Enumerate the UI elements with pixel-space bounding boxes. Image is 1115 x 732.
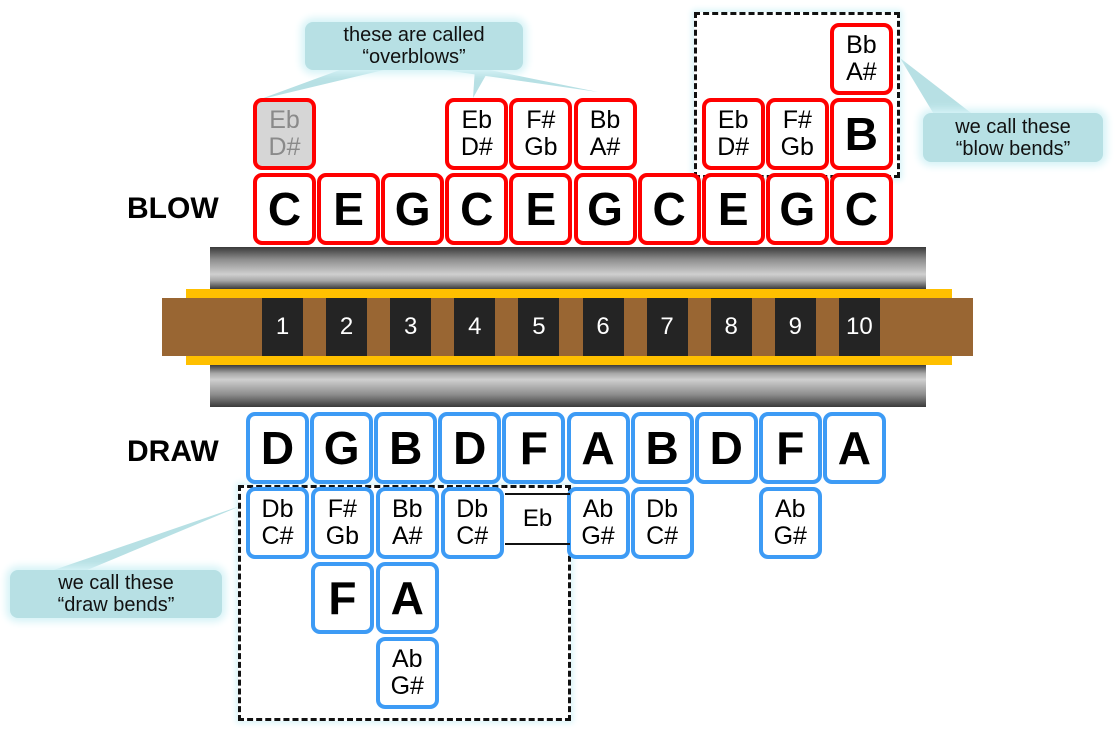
overblows-callout: these are called “overblows” xyxy=(305,22,523,70)
blow-note: E xyxy=(509,173,573,245)
overblow-note: Bb A# xyxy=(573,98,637,170)
overblow-note: Eb D# xyxy=(445,98,509,170)
blow-note: G xyxy=(573,173,637,245)
overblow-note: Eb D# xyxy=(253,98,316,170)
eb-label: Eb xyxy=(505,493,570,545)
draw-bend-note: Db C# xyxy=(440,487,504,559)
hole-number: 1 xyxy=(262,298,303,356)
blow-note: C xyxy=(253,173,316,245)
hole-number: 6 xyxy=(582,298,624,356)
draw-bend-note: A xyxy=(375,562,439,634)
draw-bends-pointer xyxy=(45,505,243,573)
blow-note: E xyxy=(317,173,381,245)
blow-label: BLOW xyxy=(127,192,219,225)
bottom-cover-plate xyxy=(210,365,926,407)
draw-note: D xyxy=(694,412,758,484)
blow-bend-note: B xyxy=(829,98,893,170)
hole-number: 5 xyxy=(518,298,560,356)
draw-bend-note: Db C# xyxy=(246,487,309,559)
blow-bend-note: Bb A# xyxy=(829,23,893,95)
draw-bend-note: Bb A# xyxy=(375,487,439,559)
draw-bends-group xyxy=(238,485,571,721)
blow-note: C xyxy=(829,173,893,245)
overblows-pointer-left xyxy=(258,68,392,100)
overblows-pointer-right xyxy=(430,68,598,92)
overdraw-note: Ab G# xyxy=(758,487,822,559)
draw-note: D xyxy=(438,412,502,484)
draw-note: D xyxy=(246,412,309,484)
draw-bend-note: F# Gb xyxy=(310,487,374,559)
top-cover-plate xyxy=(210,247,926,289)
draw-note: A xyxy=(566,412,630,484)
blow-note: C xyxy=(445,173,509,245)
overblow-note: F# Gb xyxy=(509,98,573,170)
overblows-pointer-mid xyxy=(473,68,490,98)
hole-number: 7 xyxy=(646,298,688,356)
draw-note: F xyxy=(502,412,566,484)
draw-bend-note: Ab G# xyxy=(375,637,439,709)
draw-note: B xyxy=(630,412,694,484)
hole-number: 2 xyxy=(326,298,368,356)
draw-bends-callout: we call these “draw bends” xyxy=(10,570,222,618)
draw-label: DRAW xyxy=(127,435,219,468)
hole-number: 3 xyxy=(390,298,432,356)
blow-bend-note: F# Gb xyxy=(765,98,829,170)
draw-note: B xyxy=(374,412,438,484)
hole-number: 8 xyxy=(710,298,752,356)
blow-bend-note: Eb D# xyxy=(701,98,765,170)
draw-note: G xyxy=(310,412,374,484)
blow-note: G xyxy=(765,173,829,245)
draw-note: F xyxy=(758,412,822,484)
blow-note: G xyxy=(381,173,445,245)
hole-number: 10 xyxy=(838,298,880,356)
blow-note: C xyxy=(637,173,701,245)
overdraw-note: Db C# xyxy=(630,487,694,559)
blow-bends-pointer xyxy=(900,58,975,116)
blow-note: E xyxy=(701,173,765,245)
draw-bend-note: F xyxy=(310,562,374,634)
overdraw-note: Ab G# xyxy=(566,487,630,559)
hole-number: 9 xyxy=(774,298,816,356)
blow-bends-callout: we call these “blow bends” xyxy=(923,113,1103,162)
hole-number: 4 xyxy=(454,298,496,356)
draw-note: A xyxy=(822,412,886,484)
